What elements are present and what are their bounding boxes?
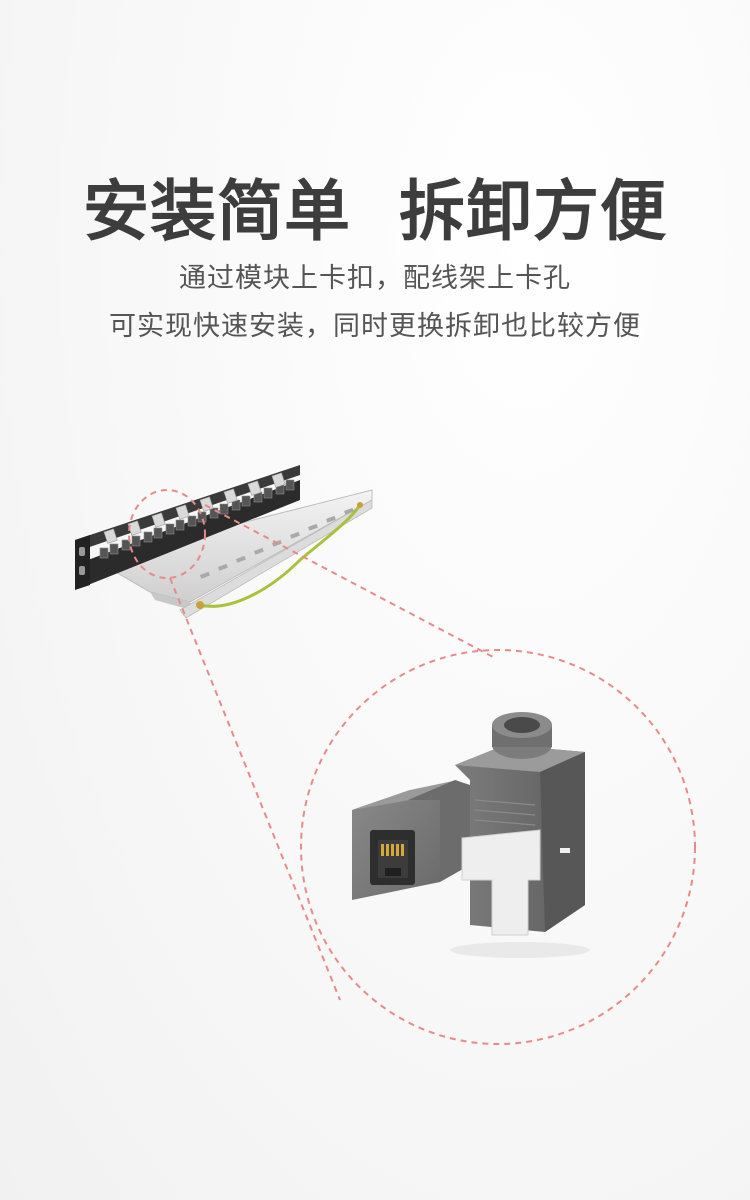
patch-panel-icon [75,465,373,619]
subtitle-line-2: 可实现快速安装，同时更换拆卸也比较方便 [109,311,641,342]
zoom-callout [128,489,696,1045]
keystone-module-icon [352,712,590,958]
page-title: 安装简单 拆卸方便 [83,173,667,250]
subtitle-line-1: 通过模块上卡扣，配线架上卡孔 [179,263,571,294]
